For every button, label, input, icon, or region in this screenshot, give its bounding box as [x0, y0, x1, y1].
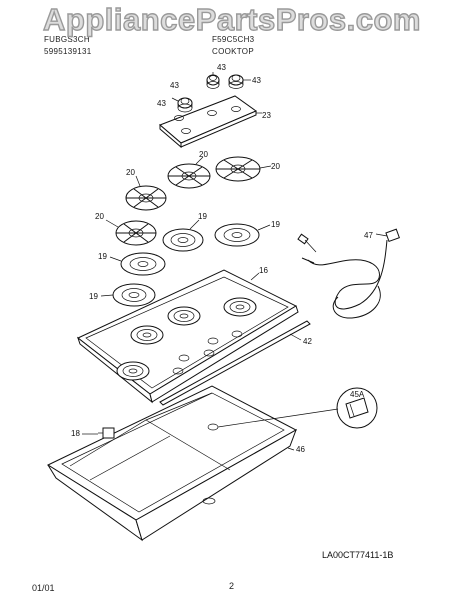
grate-20-upper-left — [125, 185, 167, 211]
control-panel-23 — [159, 95, 262, 149]
callout-43: 43 — [252, 76, 261, 85]
footer-date: 01/01 — [32, 583, 55, 593]
callout-23: 23 — [262, 111, 271, 120]
knob-43-middle — [206, 74, 220, 89]
callout-45a: 45A — [350, 390, 365, 399]
callout-46: 46 — [296, 445, 305, 454]
bracket-18 — [82, 427, 115, 439]
header-model-3: 5995139131 — [44, 47, 92, 56]
knob-43-right — [228, 74, 244, 89]
callout-20: 20 — [95, 212, 104, 221]
grate-20-upper-middle — [167, 163, 211, 189]
callout-19: 19 — [89, 292, 98, 301]
callout-19: 19 — [98, 252, 107, 261]
cooktop-16 — [77, 269, 299, 404]
callout-16: 16 — [259, 266, 268, 275]
burner-bowl-19-c — [120, 252, 166, 276]
callout-42: 42 — [303, 337, 312, 346]
callout-20: 20 — [271, 162, 280, 171]
diagram-code: LA00CT77411-1B — [322, 550, 393, 560]
burner-bowl-19-a — [162, 228, 204, 252]
callout-43: 43 — [170, 81, 179, 90]
power-cord-47 — [297, 228, 400, 319]
grate-20-lower-left — [115, 220, 157, 246]
burner-bowl-19-b — [214, 223, 260, 247]
callout-19: 19 — [198, 212, 207, 221]
knob-43-left — [177, 97, 193, 113]
base-pan-46 — [46, 385, 298, 542]
watermark-logo: AppliancePartsPros.com — [42, 1, 421, 37]
trim-strip-42 — [159, 320, 311, 406]
footer-page-number: 2 — [229, 581, 235, 591]
section-title: COOKTOP — [212, 47, 254, 56]
header-model-1: FUBGS3CH — [44, 35, 90, 44]
burner-bowl-19-d — [112, 283, 156, 307]
header-model-2: F59C5CH3 — [212, 35, 255, 44]
callout-18: 18 — [71, 429, 80, 438]
callout-20: 20 — [199, 150, 208, 159]
callout-43: 43 — [157, 99, 166, 108]
grate-20-upper-right — [215, 156, 261, 182]
callout-43: 43 — [217, 63, 226, 72]
valve-inset-45a — [217, 387, 378, 429]
callout-20: 20 — [126, 168, 135, 177]
callout-47: 47 — [364, 231, 373, 240]
callout-19: 19 — [271, 220, 280, 229]
